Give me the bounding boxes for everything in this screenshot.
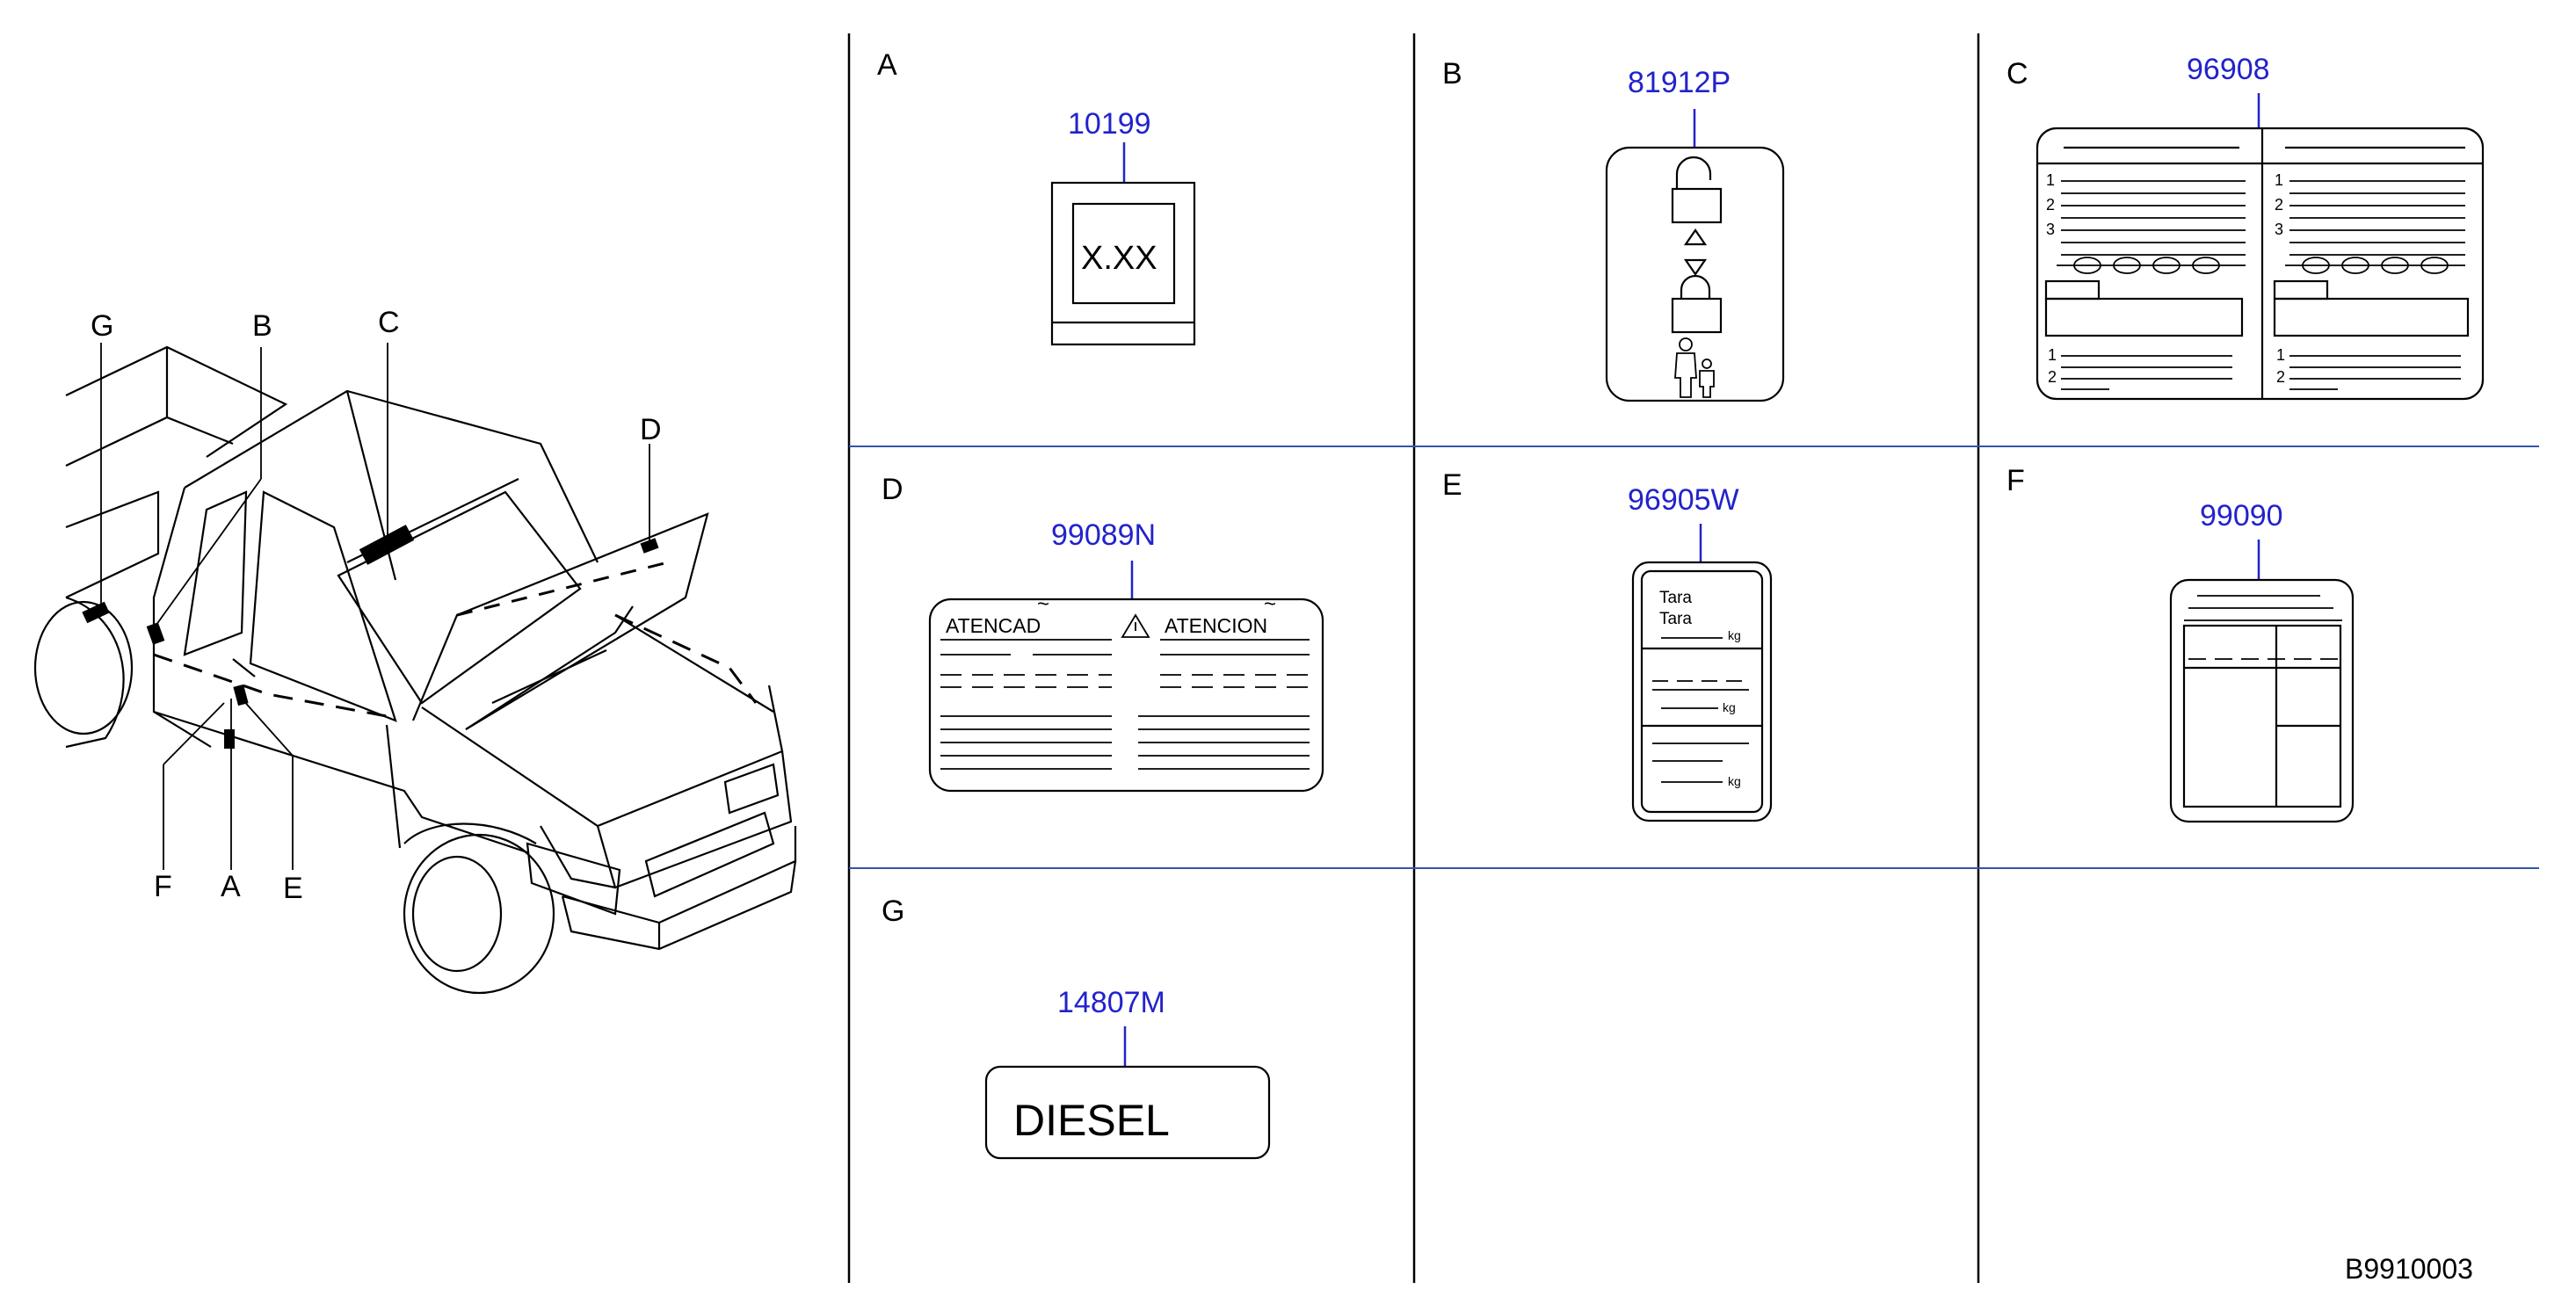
callout-d: D — [640, 413, 662, 446]
c-left-num-3: 3 — [2046, 221, 2055, 238]
panel-grid — [847, 33, 2539, 1283]
vehicle-illustration: G B C D F A E — [33, 306, 797, 995]
part-number-99089n: 99089N — [1051, 518, 1156, 552]
panel-a: A 10199 X.XX — [877, 48, 1196, 346]
part-number-96905w: 96905W — [1628, 483, 1739, 517]
child-safety-icon — [1674, 337, 1715, 398]
kg-3: kg — [1728, 774, 1741, 788]
panel-f: F 99090 — [2006, 464, 2355, 823]
c-right-num-1: 1 — [2275, 171, 2283, 189]
part-number-10199: 10199 — [1068, 107, 1151, 141]
panel-letter-a: A — [877, 48, 897, 82]
c-right-num-b1: 1 — [2276, 346, 2285, 364]
c-left-num-b2: 2 — [2048, 368, 2057, 386]
panel-e: E 96905W Tara Tara kg kg kg — [1442, 468, 1773, 822]
arrow-down-icon — [1683, 258, 1708, 276]
lock-icon — [1671, 297, 1723, 334]
c-right-num-3: 3 — [2275, 221, 2283, 238]
heading-atencion: ATENCION — [1165, 614, 1267, 637]
part-number-14807m: 14807M — [1057, 986, 1165, 1019]
panel-letter-f: F — [2006, 464, 2025, 497]
label-99090 — [2169, 578, 2355, 823]
label-14807m — [984, 1065, 1271, 1160]
c-right-num-b2: 2 — [2276, 368, 2285, 386]
panel-letter-e: E — [1442, 468, 1462, 502]
label-10199-text: X.XX — [1081, 240, 1157, 277]
label-96908 — [2035, 127, 2485, 401]
tara-1: Tara — [1659, 589, 1692, 607]
part-number-81912p: 81912P — [1628, 66, 1731, 99]
tilde-left: ~ — [1037, 592, 1049, 616]
label-99089n — [928, 598, 1324, 793]
callout-c: C — [378, 306, 400, 339]
panel-g: G 14807M DIESEL — [882, 895, 1271, 1160]
tara-2: Tara — [1659, 610, 1692, 628]
panel-letter-b: B — [1442, 57, 1462, 91]
panel-letter-c: C — [2006, 57, 2028, 91]
kg-2: kg — [1723, 700, 1736, 714]
c-left-num-2: 2 — [2046, 196, 2055, 214]
c-left-num-b1: 1 — [2048, 346, 2057, 364]
kg-1: kg — [1728, 628, 1741, 642]
heading-atencad: ATENCAD — [946, 614, 1041, 637]
warning-icon — [1121, 613, 1150, 638]
panel-letter-g: G — [882, 895, 904, 928]
callout-b: B — [252, 309, 272, 343]
label-10199 — [1050, 181, 1196, 346]
c-right-num-2: 2 — [2275, 196, 2283, 214]
callout-f: F — [154, 870, 172, 903]
panel-d: D 99089N ~ ~ ATENCAD ATENCION — [882, 473, 1324, 793]
panel-c: C 96908 1 2 3 1 2 1 2 3 — [2006, 53, 2485, 401]
unlock-icon — [1671, 187, 1723, 224]
label-81912p — [1605, 146, 1785, 402]
diagram-code: B9910003 — [2345, 1253, 2473, 1285]
callout-a: A — [221, 870, 241, 903]
c-left-num-1: 1 — [2046, 171, 2055, 189]
panel-b: B 81912P — [1442, 57, 1785, 402]
arrow-up-icon — [1683, 228, 1708, 246]
part-number-99090: 99090 — [2200, 499, 2283, 532]
diesel-text: DIESEL — [1013, 1096, 1170, 1145]
tilde-right: ~ — [1264, 592, 1276, 616]
panel-letter-d: D — [882, 473, 903, 506]
label-96905w — [1631, 561, 1773, 822]
part-number-96908: 96908 — [2187, 53, 2270, 86]
callout-e: E — [283, 872, 303, 905]
callout-g: G — [91, 309, 113, 343]
